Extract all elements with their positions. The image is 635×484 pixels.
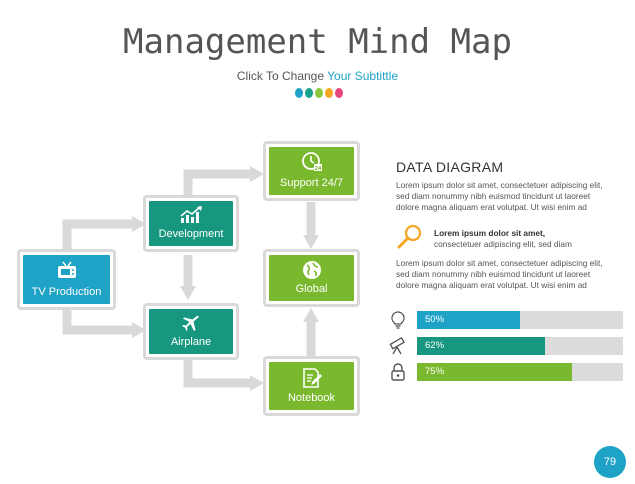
arrow-tv-to-development: [62, 219, 132, 250]
notebook-pen-icon: [302, 368, 322, 388]
node-tv-production-label: TV Production: [31, 286, 102, 298]
arrow-development-to-support: [183, 169, 250, 200]
node-support-label: Support 24/7: [280, 177, 343, 189]
node-support[interactable]: 24 Support 24/7: [263, 141, 360, 201]
telescope-icon: [389, 337, 405, 355]
node-global[interactable]: Global: [263, 249, 360, 307]
progress-bar-1: 50%: [417, 311, 623, 329]
arrowhead-airplane-from-tv: [132, 322, 146, 338]
subtitle-accent: Your Subtittle: [327, 69, 399, 83]
color-dot-2: [305, 88, 313, 98]
node-airplane-fill: Airplane: [149, 309, 233, 354]
arrowhead-support: [250, 166, 264, 182]
node-development-fill: Development: [149, 201, 233, 246]
lightbulb-icon: [391, 311, 405, 329]
note-bold-text: Lorem ipsum dolor sit amet,: [434, 228, 546, 238]
arrowhead-airplane-from-development: [180, 286, 196, 300]
arrowhead-development: [132, 216, 146, 232]
node-tv-production[interactable]: TV Production: [17, 249, 116, 310]
node-development[interactable]: Development: [143, 195, 239, 252]
node-tv-production-fill: TV Production: [23, 255, 110, 304]
color-dot-4: [325, 88, 333, 98]
progress-bar-3: 75%: [417, 363, 623, 381]
clock-24-icon: 24: [301, 152, 322, 172]
color-dots: [295, 88, 343, 98]
svg-text:24: 24: [314, 166, 321, 172]
note-text: consectetuer adipiscing elit, sed diam: [434, 239, 572, 249]
data-diagram-paragraph-2: Lorem ipsum dolor sit amet, consectetuer…: [396, 258, 603, 290]
page-title: Management Mind Map: [123, 22, 512, 62]
airplane-icon: [182, 315, 199, 331]
arrowhead-notebook: [250, 375, 264, 391]
progress-bar-2-label: 62%: [425, 340, 445, 351]
progress-bar-1-label: 50%: [425, 314, 445, 325]
data-diagram-paragraph-1: Lorem ipsum dolor sit amet, consectetuer…: [396, 180, 603, 212]
growth-chart-icon: [180, 206, 202, 223]
padlock-icon: [391, 363, 405, 381]
node-development-label: Development: [158, 228, 224, 240]
arrowhead-global-top: [303, 235, 319, 249]
globe-icon: [302, 261, 321, 279]
page-subtitle: Click To Change Your Subtittle: [0, 69, 635, 83]
progress-bar-3-fill: 75%: [417, 363, 572, 381]
node-airplane[interactable]: Airplane: [143, 303, 239, 360]
arrow-airplane-to-notebook: [183, 360, 250, 388]
color-dot-3: [315, 88, 323, 98]
tv-icon: [57, 261, 76, 278]
node-global-label: Global: [295, 283, 328, 295]
arrowhead-global-bottom: [303, 308, 319, 322]
node-notebook-label: Notebook: [287, 392, 336, 404]
progress-bar-2-fill: 62%: [417, 337, 545, 355]
node-support-fill: 24 Support 24/7: [269, 147, 354, 195]
node-notebook-fill: Notebook: [269, 362, 354, 410]
progress-bar-3-label: 75%: [425, 366, 445, 377]
node-global-fill: Global: [269, 255, 354, 301]
magnifier-icon: [397, 224, 422, 249]
node-airplane-label: Airplane: [170, 336, 212, 348]
color-dot-1: [295, 88, 303, 98]
subtitle-prefix: Click To Change: [236, 69, 328, 83]
color-dot-5: [335, 88, 343, 98]
node-notebook[interactable]: Notebook: [263, 356, 360, 416]
data-diagram-title: DATA DIAGRAM: [396, 159, 504, 175]
page-number-badge: 79: [594, 446, 626, 478]
arrow-tv-to-airplane: [62, 310, 132, 335]
progress-bar-1-fill: 50%: [417, 311, 520, 329]
progress-bar-2: 62%: [417, 337, 623, 355]
